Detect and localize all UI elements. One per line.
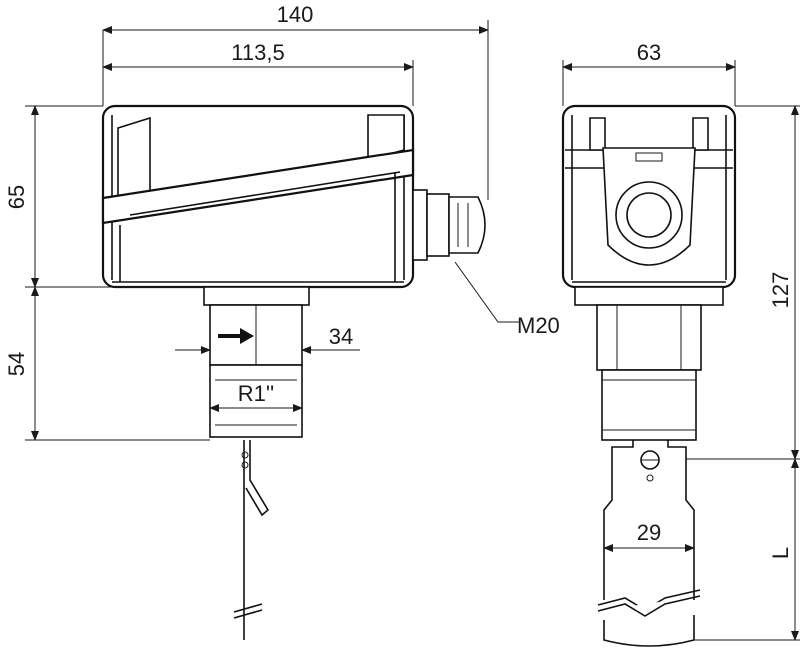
paddle-front — [233, 440, 270, 640]
dim-54: 54 — [4, 352, 29, 376]
cable-gland — [412, 189, 486, 261]
dim-34: 34 — [329, 324, 353, 349]
front-view — [101, 104, 486, 640]
dimension-lines — [25, 20, 800, 641]
dim-l: L — [768, 547, 793, 559]
dim-63: 63 — [637, 40, 661, 65]
dim-m20: M20 — [517, 313, 560, 338]
dim-r1: R1'' — [238, 381, 275, 406]
fitting-front — [203, 286, 310, 438]
dim-29: 29 — [637, 520, 661, 545]
paddle-side — [597, 440, 701, 647]
dim-65: 65 — [4, 185, 29, 209]
dim-113-5: 113,5 — [231, 40, 284, 65]
dim-140: 140 — [277, 2, 314, 27]
side-view — [561, 104, 737, 647]
dim-127: 127 — [768, 272, 793, 309]
